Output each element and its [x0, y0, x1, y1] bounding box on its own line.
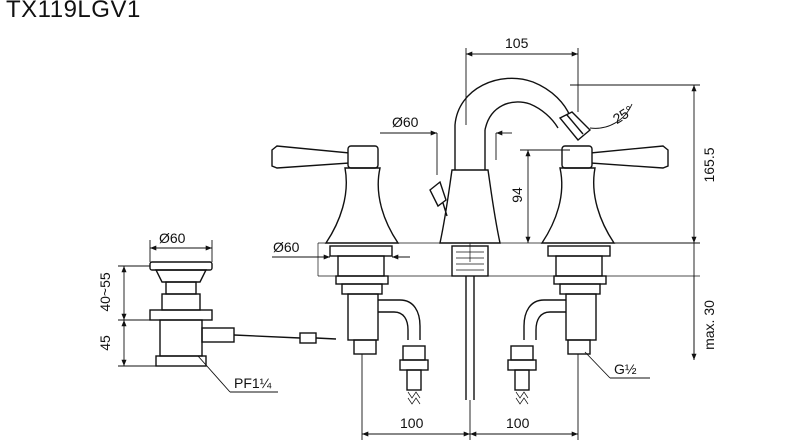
dim-spout-height [520, 149, 570, 243]
thread-label-supply: G½ [614, 361, 637, 377]
angle-arc [589, 103, 633, 129]
dim-label-max-deck: max. 30 [701, 300, 717, 350]
left-valve [271, 145, 429, 405]
dim-spout-width [465, 48, 579, 125]
dim-label-94: 94 [509, 187, 525, 203]
dim-label-angle: 25° [610, 102, 636, 127]
dim-drain-dia [149, 240, 213, 262]
model-title: TX119LGV1 [6, 0, 141, 23]
right-valve [507, 145, 669, 405]
dim-height-total [570, 84, 700, 244]
dim-label-drain-top: 40~55 [97, 272, 113, 312]
drain-thread-leader [197, 355, 231, 393]
thread-label-drain: PF1¼ [234, 375, 272, 391]
dim-spout-base [380, 130, 512, 175]
dim-drain-heights [118, 265, 156, 367]
supply-thread-leader [584, 351, 611, 379]
dim-label-pitch-right: 100 [506, 415, 530, 431]
spout-shank [451, 245, 489, 400]
dim-pitch [361, 354, 579, 440]
dim-label-105: 105 [505, 35, 529, 51]
dim-label-drain-body: 45 [97, 335, 113, 351]
spout [429, 77, 592, 262]
dim-label-165: 165.5 [701, 147, 717, 182]
dim-label-handle-dia: Ø60 [273, 239, 300, 255]
drain-assembly [149, 261, 337, 367]
countertop [317, 242, 700, 277]
dim-label-pitch-left: 100 [400, 415, 424, 431]
dim-label-drain-dia: Ø60 [159, 230, 186, 246]
dim-label-spout-dia: Ø60 [392, 114, 419, 130]
